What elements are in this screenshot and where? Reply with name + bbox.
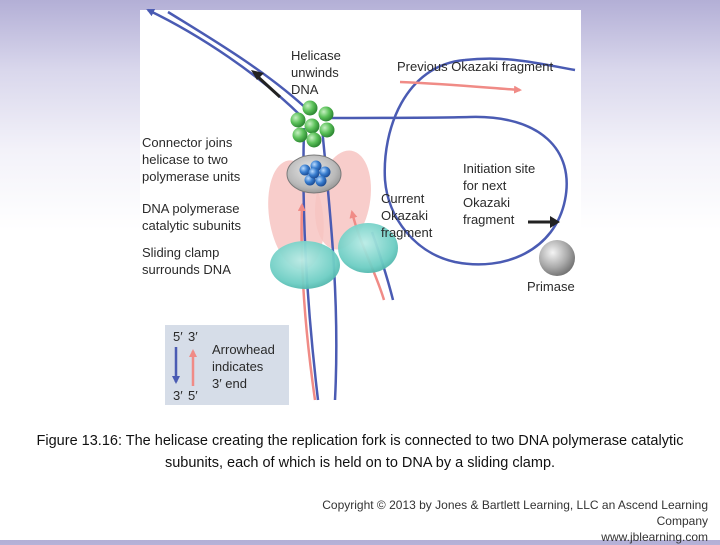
helicase-sphere [302,100,318,116]
sliding-clamp-left [270,241,340,289]
previous-okazaki-label: Previous Okazaki fragment [397,59,553,74]
copyright-notice: Copyright © 2013 by Jones & Bartlett Lea… [300,497,708,545]
initiation-site-label: Initiation site for next Okazaki fragmen… [463,161,539,227]
connector-sphere [299,164,311,176]
connector-sphere [308,167,320,179]
legend-box [165,325,289,405]
helicase-sphere [290,112,306,128]
primase-label: Primase [527,279,575,294]
legend-top-right: 3′ [188,329,198,344]
legend-top-left: 5′ [173,329,183,344]
primase-sphere [539,240,575,276]
helicase-pointer-head [251,70,264,80]
legend-text: Arrowhead indicates 3′ end [212,342,279,391]
current-okazaki-label: Current Okazaki fragment [381,191,433,240]
copyright-line: Copyright © 2013 by Jones & Bartlett Lea… [322,498,708,528]
helicase-sphere [318,106,334,122]
sliding-clamp-label: Sliding clamp surrounds DNA [142,245,231,277]
helicase-sphere [306,132,322,148]
parental-strand-inner [167,10,311,113]
leading-new-strand [297,203,317,401]
connector-sphere [319,166,331,178]
parental-strand-outer [146,8,304,119]
helicase-sphere [304,118,320,134]
legend-bottom-left: 3′ [173,388,183,403]
helicase-sphere [292,127,308,143]
sliding-clamp-right [338,223,398,273]
previous-okazaki-strand [399,80,522,94]
helicase-sphere [319,122,335,138]
connector-label: Connector joins helicase to two polymera… [142,135,241,184]
connector-sphere [315,175,327,187]
legend-bottom-right: 5′ [188,388,198,403]
lagging-strand-loop [319,57,576,266]
helicase-label: Helicase unwinds DNA [291,48,344,97]
helicase-pointer-arrow [255,74,282,99]
figure-caption: Figure 13.16: The helicase creating the … [36,433,684,471]
dna-polymerase-label: DNA polymerase catalytic subunits [142,201,243,233]
initiation-pointer-head [550,216,560,228]
copyright-url: www.jblearning.com [601,530,708,544]
